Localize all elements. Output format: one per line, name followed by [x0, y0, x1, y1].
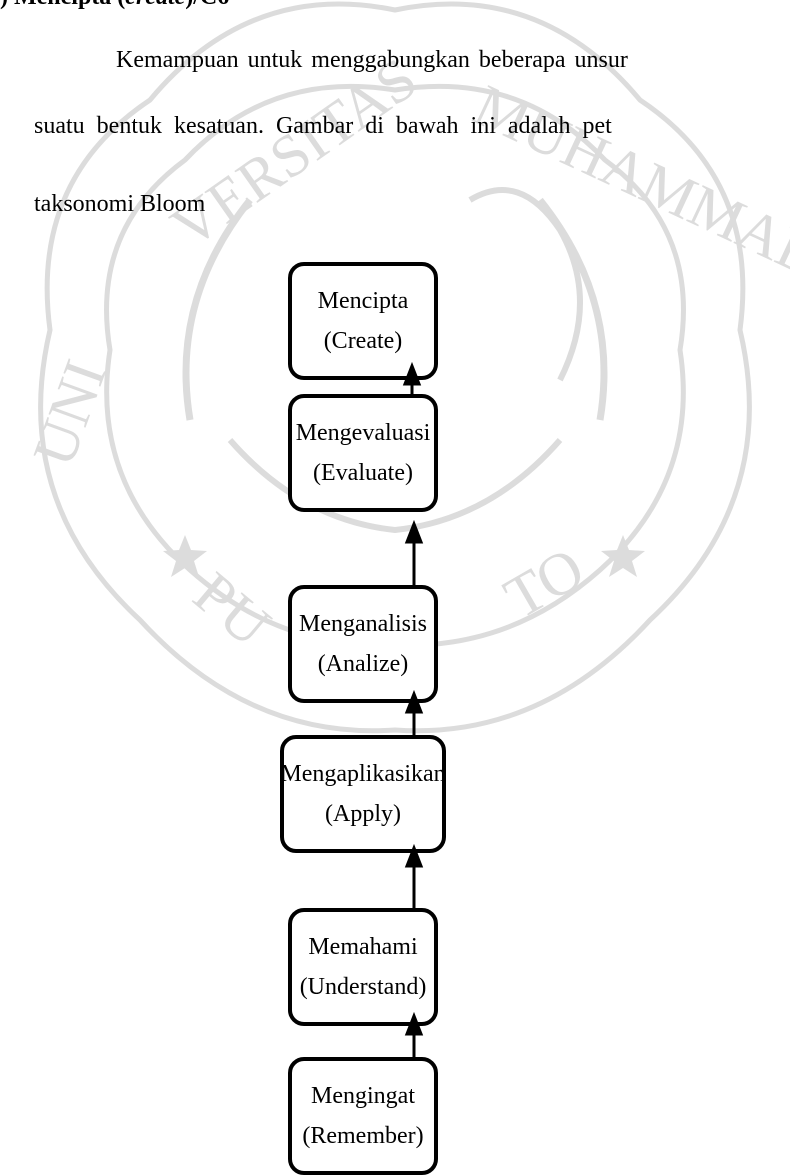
level-english: (Create) [323, 328, 403, 354]
level-box-evaluate: Mengevaluasi (Evaluate) [288, 394, 438, 512]
paragraph-line-2: suatu bentuk kesatuan. Gambar di bawah i… [34, 113, 612, 139]
level-box-understand: Memahami (Understand) [288, 908, 438, 1026]
svg-text:UNI: UNI [20, 352, 118, 475]
section-heading: 6) Mencipta (create)/C6 [0, 0, 229, 11]
level-name: Menganalisis [299, 611, 427, 637]
level-box-create: Mencipta (Create) [288, 262, 438, 380]
level-name: Mengaplikasikan [280, 761, 446, 787]
svg-text:PU: PU [182, 559, 283, 659]
level-box-remember: Mengingat (Remember) [288, 1057, 438, 1175]
level-name: Mengevaluasi [295, 420, 431, 446]
svg-text:VERSITAS: VERSITAS [160, 45, 429, 261]
level-box-analyze: Menganalisis (Analize) [288, 585, 438, 703]
level-english: (Evaluate) [313, 460, 413, 486]
level-box-apply: Mengaplikasikan (Apply) [280, 735, 446, 853]
svg-text:TO: TO [494, 535, 595, 632]
level-english: (Analize) [317, 651, 409, 677]
level-name: Mengingat [311, 1083, 415, 1109]
level-english: (Remember) [302, 1123, 424, 1149]
level-english: (Apply) [325, 801, 401, 827]
level-english: (Understand) [299, 974, 427, 1000]
level-name: Memahami [308, 934, 418, 960]
paragraph-line-1: Kemampuan untuk menggabungkan beberapa u… [116, 47, 628, 73]
paragraph-line-3: taksonomi Bloom [34, 191, 206, 217]
arrow-understand-to-apply [404, 843, 424, 908]
level-name: Mencipta [317, 288, 409, 314]
arrow-analyze-to-evaluate [404, 519, 424, 585]
